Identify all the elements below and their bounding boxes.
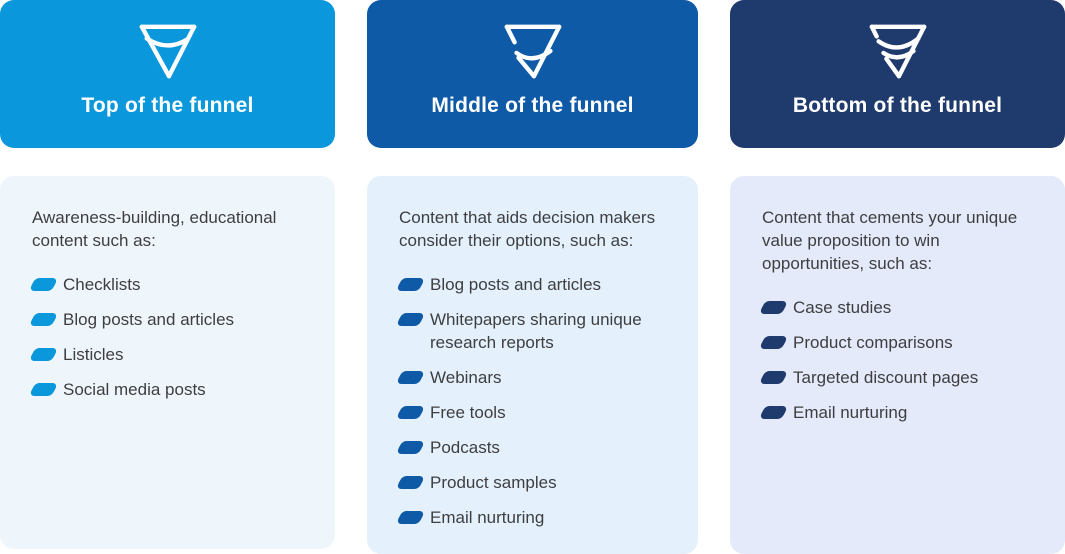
list-item-label: Email nurturing <box>430 508 545 527</box>
list-item: Email nurturing <box>395 506 670 529</box>
list-item: Free tools <box>395 401 670 424</box>
column-middle-of-funnel: Middle of the funnel Content that aids d… <box>367 0 698 554</box>
header-title: Middle of the funnel <box>431 94 634 117</box>
list-item: Checklists <box>28 273 307 296</box>
body-card-top: Awareness-building, educational content … <box>0 176 335 549</box>
bullet-icon <box>395 441 426 454</box>
list-item: Targeted discount pages <box>758 366 1037 389</box>
list-item: Blog posts and articles <box>395 273 670 296</box>
list-item-label: Blog posts and articles <box>63 310 235 329</box>
list-item: Podcasts <box>395 436 670 459</box>
list-item: Product comparisons <box>758 331 1037 354</box>
list-item: Blog posts and articles <box>28 308 307 331</box>
list-item-label: Email nurturing <box>793 403 908 422</box>
header-title: Top of the funnel <box>81 94 254 117</box>
body-card-bottom: Content that cements your unique value p… <box>730 176 1065 554</box>
bullet-icon <box>395 371 426 384</box>
bullet-icon <box>395 278 426 291</box>
column-bottom-of-funnel: Bottom of the funnel Content that cement… <box>730 0 1065 554</box>
intro-text: Awareness-building, educational content … <box>32 208 277 250</box>
bullet-icon <box>395 476 426 489</box>
list-item-label: Checklists <box>63 275 141 294</box>
header-card-top: Top of the funnel <box>0 0 335 148</box>
list-item: Webinars <box>395 366 670 389</box>
list-item-label: Product comparisons <box>793 333 953 352</box>
bullet-icon <box>28 383 59 396</box>
list-item: Social media posts <box>28 378 307 401</box>
list-item: Whitepapers sharing unique research repo… <box>395 308 670 354</box>
bullet-icon <box>395 313 426 326</box>
content-list: Case studies Product comparisons Targete… <box>758 296 1037 424</box>
list-item: Listicles <box>28 343 307 366</box>
bullet-icon <box>758 336 789 349</box>
bullet-icon <box>758 371 789 384</box>
list-item-label: Whitepapers sharing unique research repo… <box>430 310 642 352</box>
bullet-icon <box>28 313 59 326</box>
content-list: Checklists Blog posts and articles Listi… <box>28 273 307 401</box>
bullet-icon <box>758 406 789 419</box>
intro-text: Content that cements your unique value p… <box>762 208 1018 273</box>
intro-text: Content that aids decision makers consid… <box>399 208 656 250</box>
list-item-label: Free tools <box>430 403 506 422</box>
bullet-icon <box>395 406 426 419</box>
list-item: Email nurturing <box>758 401 1037 424</box>
header-title: Bottom of the funnel <box>792 94 1003 117</box>
list-item-label: Product samples <box>430 473 557 492</box>
list-item-label: Webinars <box>430 368 502 387</box>
bullet-icon <box>28 278 59 291</box>
funnel-bottom-icon <box>869 24 926 79</box>
list-item-label: Targeted discount pages <box>793 368 979 387</box>
content-list: Blog posts and articles Whitepapers shar… <box>395 273 670 529</box>
funnel-top-icon <box>139 24 196 79</box>
list-item-label: Podcasts <box>430 438 500 457</box>
list-item-label: Case studies <box>793 298 892 317</box>
header-card-bottom: Bottom of the funnel <box>730 0 1065 148</box>
list-item-label: Listicles <box>63 345 124 364</box>
body-card-middle: Content that aids decision makers consid… <box>367 176 698 554</box>
bullet-icon <box>28 348 59 361</box>
funnel-middle-icon <box>504 24 561 79</box>
header-card-middle: Middle of the funnel <box>367 0 698 148</box>
column-top-of-funnel: Top of the funnel Awareness-building, ed… <box>0 0 335 554</box>
list-item: Product samples <box>395 471 670 494</box>
list-item: Case studies <box>758 296 1037 319</box>
list-item-label: Blog posts and articles <box>430 275 602 294</box>
bullet-icon <box>395 511 426 524</box>
bullet-icon <box>758 301 789 314</box>
list-item-label: Social media posts <box>63 380 206 399</box>
